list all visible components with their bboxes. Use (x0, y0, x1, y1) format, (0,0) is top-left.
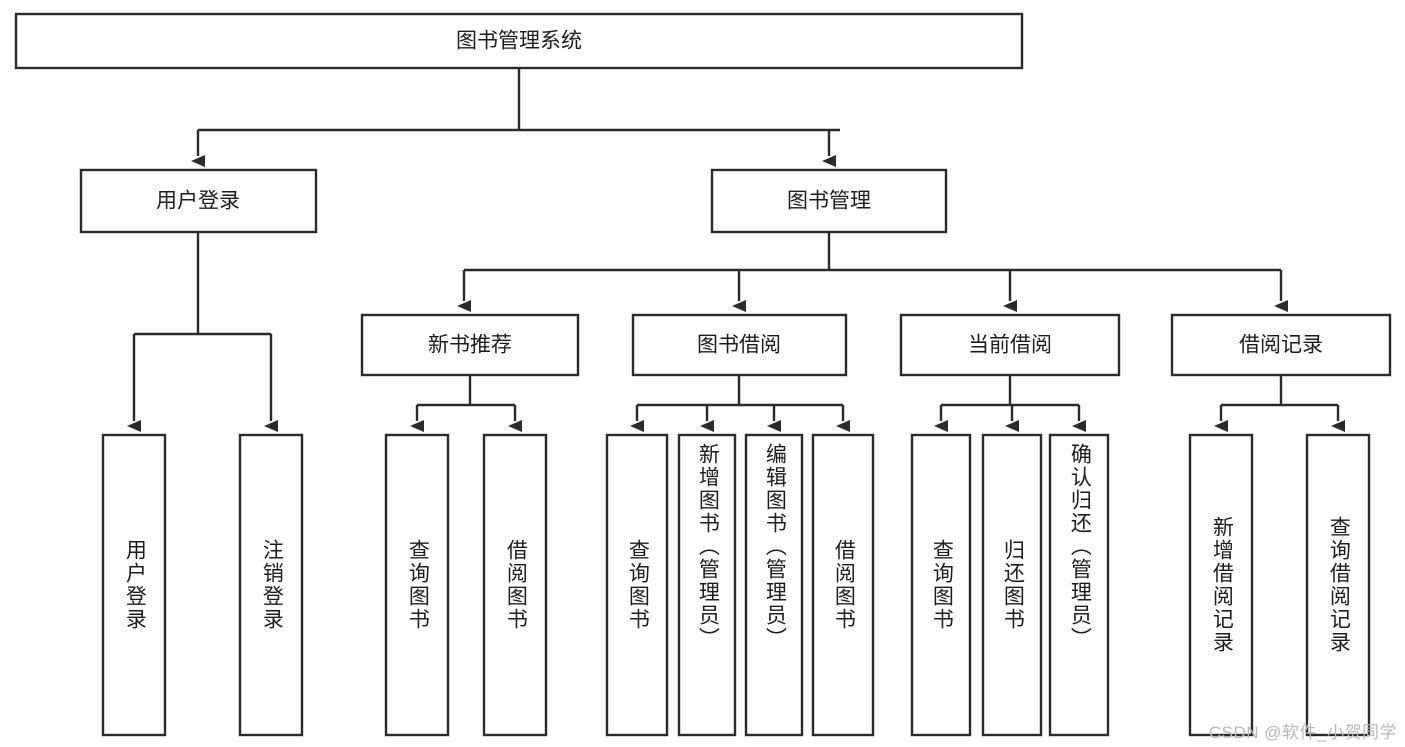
node-user-login-rect[interactable] (79, 168, 318, 234)
node-new-book-recommend[interactable]: 新书推荐 (360, 313, 580, 377)
node-current-borrow-label: 当前借阅 (968, 334, 1052, 357)
node-root[interactable]: 图书管理系统 (14, 12, 1024, 70)
node-new-book-recommend-label: 新书推荐 (428, 334, 512, 357)
leaf-rect-add-book-admin[interactable] (677, 433, 737, 737)
leaf-rect-edit-book-admin[interactable] (744, 433, 804, 737)
leaf-rect-add-borrow-record[interactable] (1188, 433, 1254, 737)
node-book-borrow-label: 图书借阅 (697, 334, 781, 357)
leaf-rect-confirm-return-admin[interactable] (1048, 433, 1110, 737)
leaf-rect-borrow-book[interactable] (811, 433, 875, 737)
connector-root-bus (191, 68, 840, 167)
node-borrow-record-label: 借阅记录 (1239, 334, 1323, 357)
node-user-login-label: 用户登录 (156, 190, 240, 213)
leaf-rect-group (101, 433, 1371, 737)
leaf-rect-query-borrow-record[interactable] (1305, 433, 1371, 737)
connector-new-book-recommend-bus (410, 375, 522, 432)
node-borrow-record[interactable]: 借阅记录 (1170, 313, 1392, 377)
node-book-management[interactable]: 图书管理 (710, 168, 948, 234)
leaf-rect-return-book[interactable] (981, 433, 1043, 737)
leaf-rect-query-book-new[interactable] (384, 433, 450, 737)
connector-current-borrow-bus (934, 375, 1086, 432)
connector-user-login-bus (127, 232, 278, 432)
leaf-rect-query-book-borrow[interactable] (605, 433, 669, 737)
node-root-rect[interactable] (14, 12, 1024, 70)
connector-book-management-bus (457, 232, 1288, 312)
node-book-management-label: 图书管理 (787, 190, 871, 213)
node-current-borrow-rect[interactable] (899, 313, 1121, 377)
node-user-login[interactable]: 用户登录 (79, 168, 318, 234)
node-new-book-recommend-rect[interactable] (360, 313, 580, 377)
leaf-rect-borrow-book-new[interactable] (482, 433, 548, 737)
watermark: CSDN @软件_小贺同学 (1208, 723, 1397, 742)
node-current-borrow[interactable]: 当前借阅 (899, 313, 1121, 377)
leaf-rect-query-book-current[interactable] (910, 433, 972, 737)
node-book-borrow[interactable]: 图书借阅 (631, 313, 848, 377)
connector-book-borrow-bus (630, 375, 850, 432)
node-root-label: 图书管理系统 (456, 30, 582, 53)
leaf-rect-logout[interactable] (238, 433, 304, 737)
connector-borrow-record-bus (1214, 375, 1345, 432)
leaf-rect-user-login[interactable] (101, 433, 167, 737)
